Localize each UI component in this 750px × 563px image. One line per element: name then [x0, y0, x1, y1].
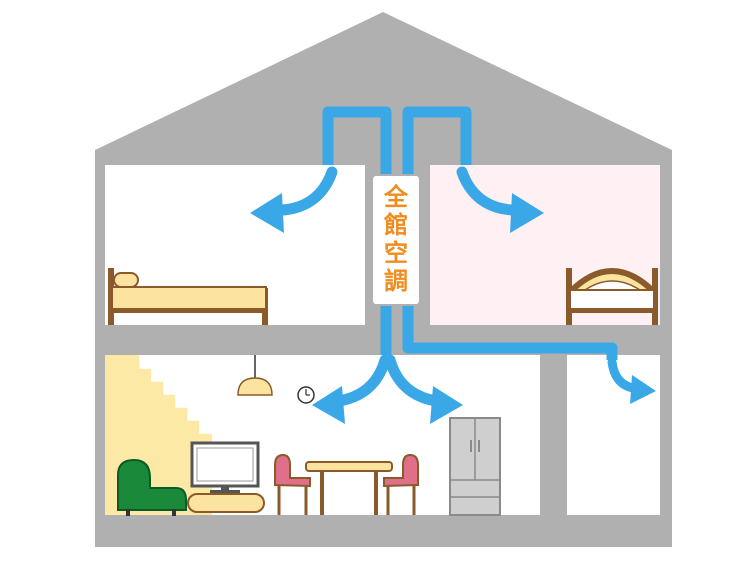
dining-table-icon [305, 461, 393, 515]
chair-icon [274, 453, 311, 515]
sofa-icon [117, 458, 187, 516]
pendant-lamp-icon [237, 355, 273, 396]
airflow-arrows [250, 166, 656, 424]
television-icon [187, 441, 265, 513]
ac-label-char-1: 全 [383, 183, 409, 211]
bed-with-headboard-icon [566, 268, 658, 325]
refrigerator-icon [449, 417, 501, 516]
central-ac-unit: 全 館 空 調 [371, 174, 421, 306]
ac-label-char-3: 空 [384, 239, 408, 267]
clock-icon [297, 386, 315, 404]
ac-label-char-4: 調 [384, 267, 408, 295]
chair-icon [383, 453, 419, 515]
bed-icon [108, 268, 268, 325]
ac-label-char-2: 館 [384, 211, 408, 239]
small-room [567, 355, 660, 515]
